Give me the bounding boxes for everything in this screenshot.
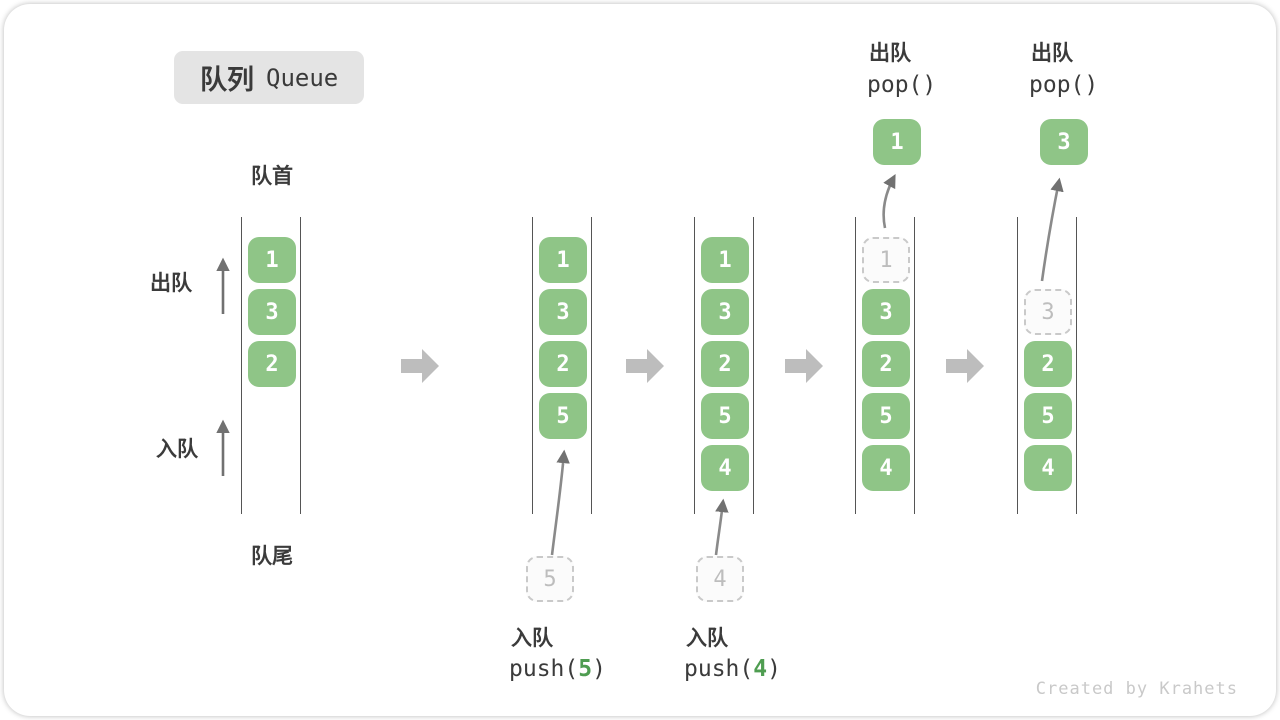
pending-item-box: 4 xyxy=(696,556,744,602)
dequeue-side-label: 出队 xyxy=(150,272,192,295)
code-arg: 4 xyxy=(753,656,768,682)
queue-item-box: 5 xyxy=(701,393,749,439)
pending-item-box: 5 xyxy=(526,556,574,602)
queue-channel xyxy=(1017,217,1077,514)
queue-item-box: 2 xyxy=(701,341,749,387)
queue-item-box: 2 xyxy=(248,341,296,387)
queue-item-box: 1 xyxy=(701,237,749,283)
enqueue-op-label: 入队 xyxy=(511,627,553,650)
title-badge: 队列 Queue xyxy=(174,51,365,104)
queue-item-box: 1 xyxy=(248,237,296,283)
queue-item-box: 5 xyxy=(539,393,587,439)
queue-item-box: 2 xyxy=(539,341,587,387)
pop-call-label: pop() xyxy=(867,72,937,98)
popped-item-box: 1 xyxy=(873,119,921,165)
dequeue-op-label: 出队 xyxy=(1031,42,1073,65)
push-call-label: push(4) xyxy=(684,656,781,682)
queue-channel xyxy=(855,217,915,514)
diagram-card: 队列 Queue 队首 队尾 出队 入队 1 3 2 1 3 2 5 5 入队 … xyxy=(4,4,1276,716)
queue-item-box: 3 xyxy=(248,289,296,335)
front-label: 队首 xyxy=(251,165,293,188)
dequeue-op-label: 出队 xyxy=(869,42,911,65)
push-call-label: push(5) xyxy=(509,656,606,682)
enqueue-side-label: 入队 xyxy=(156,438,198,461)
step-arrow-icon xyxy=(626,349,664,383)
enqueue-op-label: 入队 xyxy=(686,627,728,650)
step-arrow-icon xyxy=(401,349,439,383)
code-arg: 5 xyxy=(578,656,593,682)
queue-item-box: 4 xyxy=(701,445,749,491)
title-zh: 队列 xyxy=(200,65,254,95)
pop-call-label: pop() xyxy=(1029,72,1099,98)
queue-item-box: 3 xyxy=(539,289,587,335)
watermark: Created by Krahets xyxy=(1035,679,1238,699)
step-arrow-icon xyxy=(946,349,984,383)
queue-item-box: 3 xyxy=(701,289,749,335)
title-en: Queue xyxy=(266,63,339,92)
queue-item-box: 2 xyxy=(862,341,910,387)
ghost-item-box: 1 xyxy=(862,237,910,283)
ghost-item-box: 3 xyxy=(1024,289,1072,335)
queue-item-box: 4 xyxy=(862,445,910,491)
code-close: ) xyxy=(767,656,781,682)
queue-item-box: 5 xyxy=(1024,393,1072,439)
queue-channel xyxy=(532,217,592,514)
code-fn: push( xyxy=(684,656,754,682)
queue-item-box: 5 xyxy=(862,393,910,439)
queue-item-box: 2 xyxy=(1024,341,1072,387)
rear-label: 队尾 xyxy=(251,545,293,568)
code-close: ) xyxy=(592,656,606,682)
queue-channel xyxy=(694,217,754,514)
step-arrow-icon xyxy=(785,349,823,383)
code-fn: push( xyxy=(509,656,579,682)
queue-item-box: 4 xyxy=(1024,445,1072,491)
popped-item-box: 3 xyxy=(1040,119,1088,165)
queue-item-box: 3 xyxy=(862,289,910,335)
queue-item-box: 1 xyxy=(539,237,587,283)
queue-channel xyxy=(241,217,301,514)
